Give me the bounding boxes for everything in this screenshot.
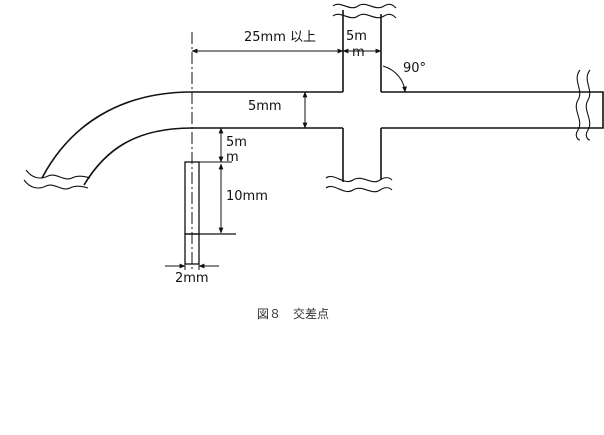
angle-arc — [382, 65, 407, 93]
label-10mm: 10mm — [226, 189, 268, 204]
break-bottom-2 — [325, 186, 393, 193]
dim-5mm-gap — [199, 127, 232, 163]
break-top-2 — [332, 13, 397, 19]
label-5mm-top-tail: m — [352, 45, 365, 60]
curve-outer-edge — [41, 91, 193, 179]
horizontal-channel — [192, 91, 604, 129]
figure-caption: 図８ 交差点 — [257, 306, 329, 321]
label-5mm-gap-tail: m — [226, 150, 239, 165]
label-5mm-gap: 5m — [226, 135, 247, 150]
electrode — [184, 161, 236, 265]
break-marks — [23, 3, 591, 193]
break-top-1 — [332, 3, 397, 9]
break-bottom-1 — [325, 176, 393, 183]
break-curve-2 — [23, 179, 89, 190]
label-2mm: 2mm — [175, 271, 209, 286]
label-5mm-channel: 5mm — [248, 99, 282, 114]
label-5mm-top: 5m — [346, 29, 367, 44]
curve-inner-edge — [83, 127, 193, 186]
break-right-1 — [575, 69, 581, 141]
label-25mm: 25mm 以上 — [244, 30, 316, 45]
channel-top-right-edge — [381, 91, 604, 129]
dim-2mm — [165, 263, 219, 270]
break-right-2 — [585, 69, 591, 141]
curved-inlet — [41, 91, 193, 186]
label-90deg: 90° — [403, 61, 426, 76]
break-curve-1 — [25, 169, 91, 180]
electrode-lead — [184, 233, 200, 265]
